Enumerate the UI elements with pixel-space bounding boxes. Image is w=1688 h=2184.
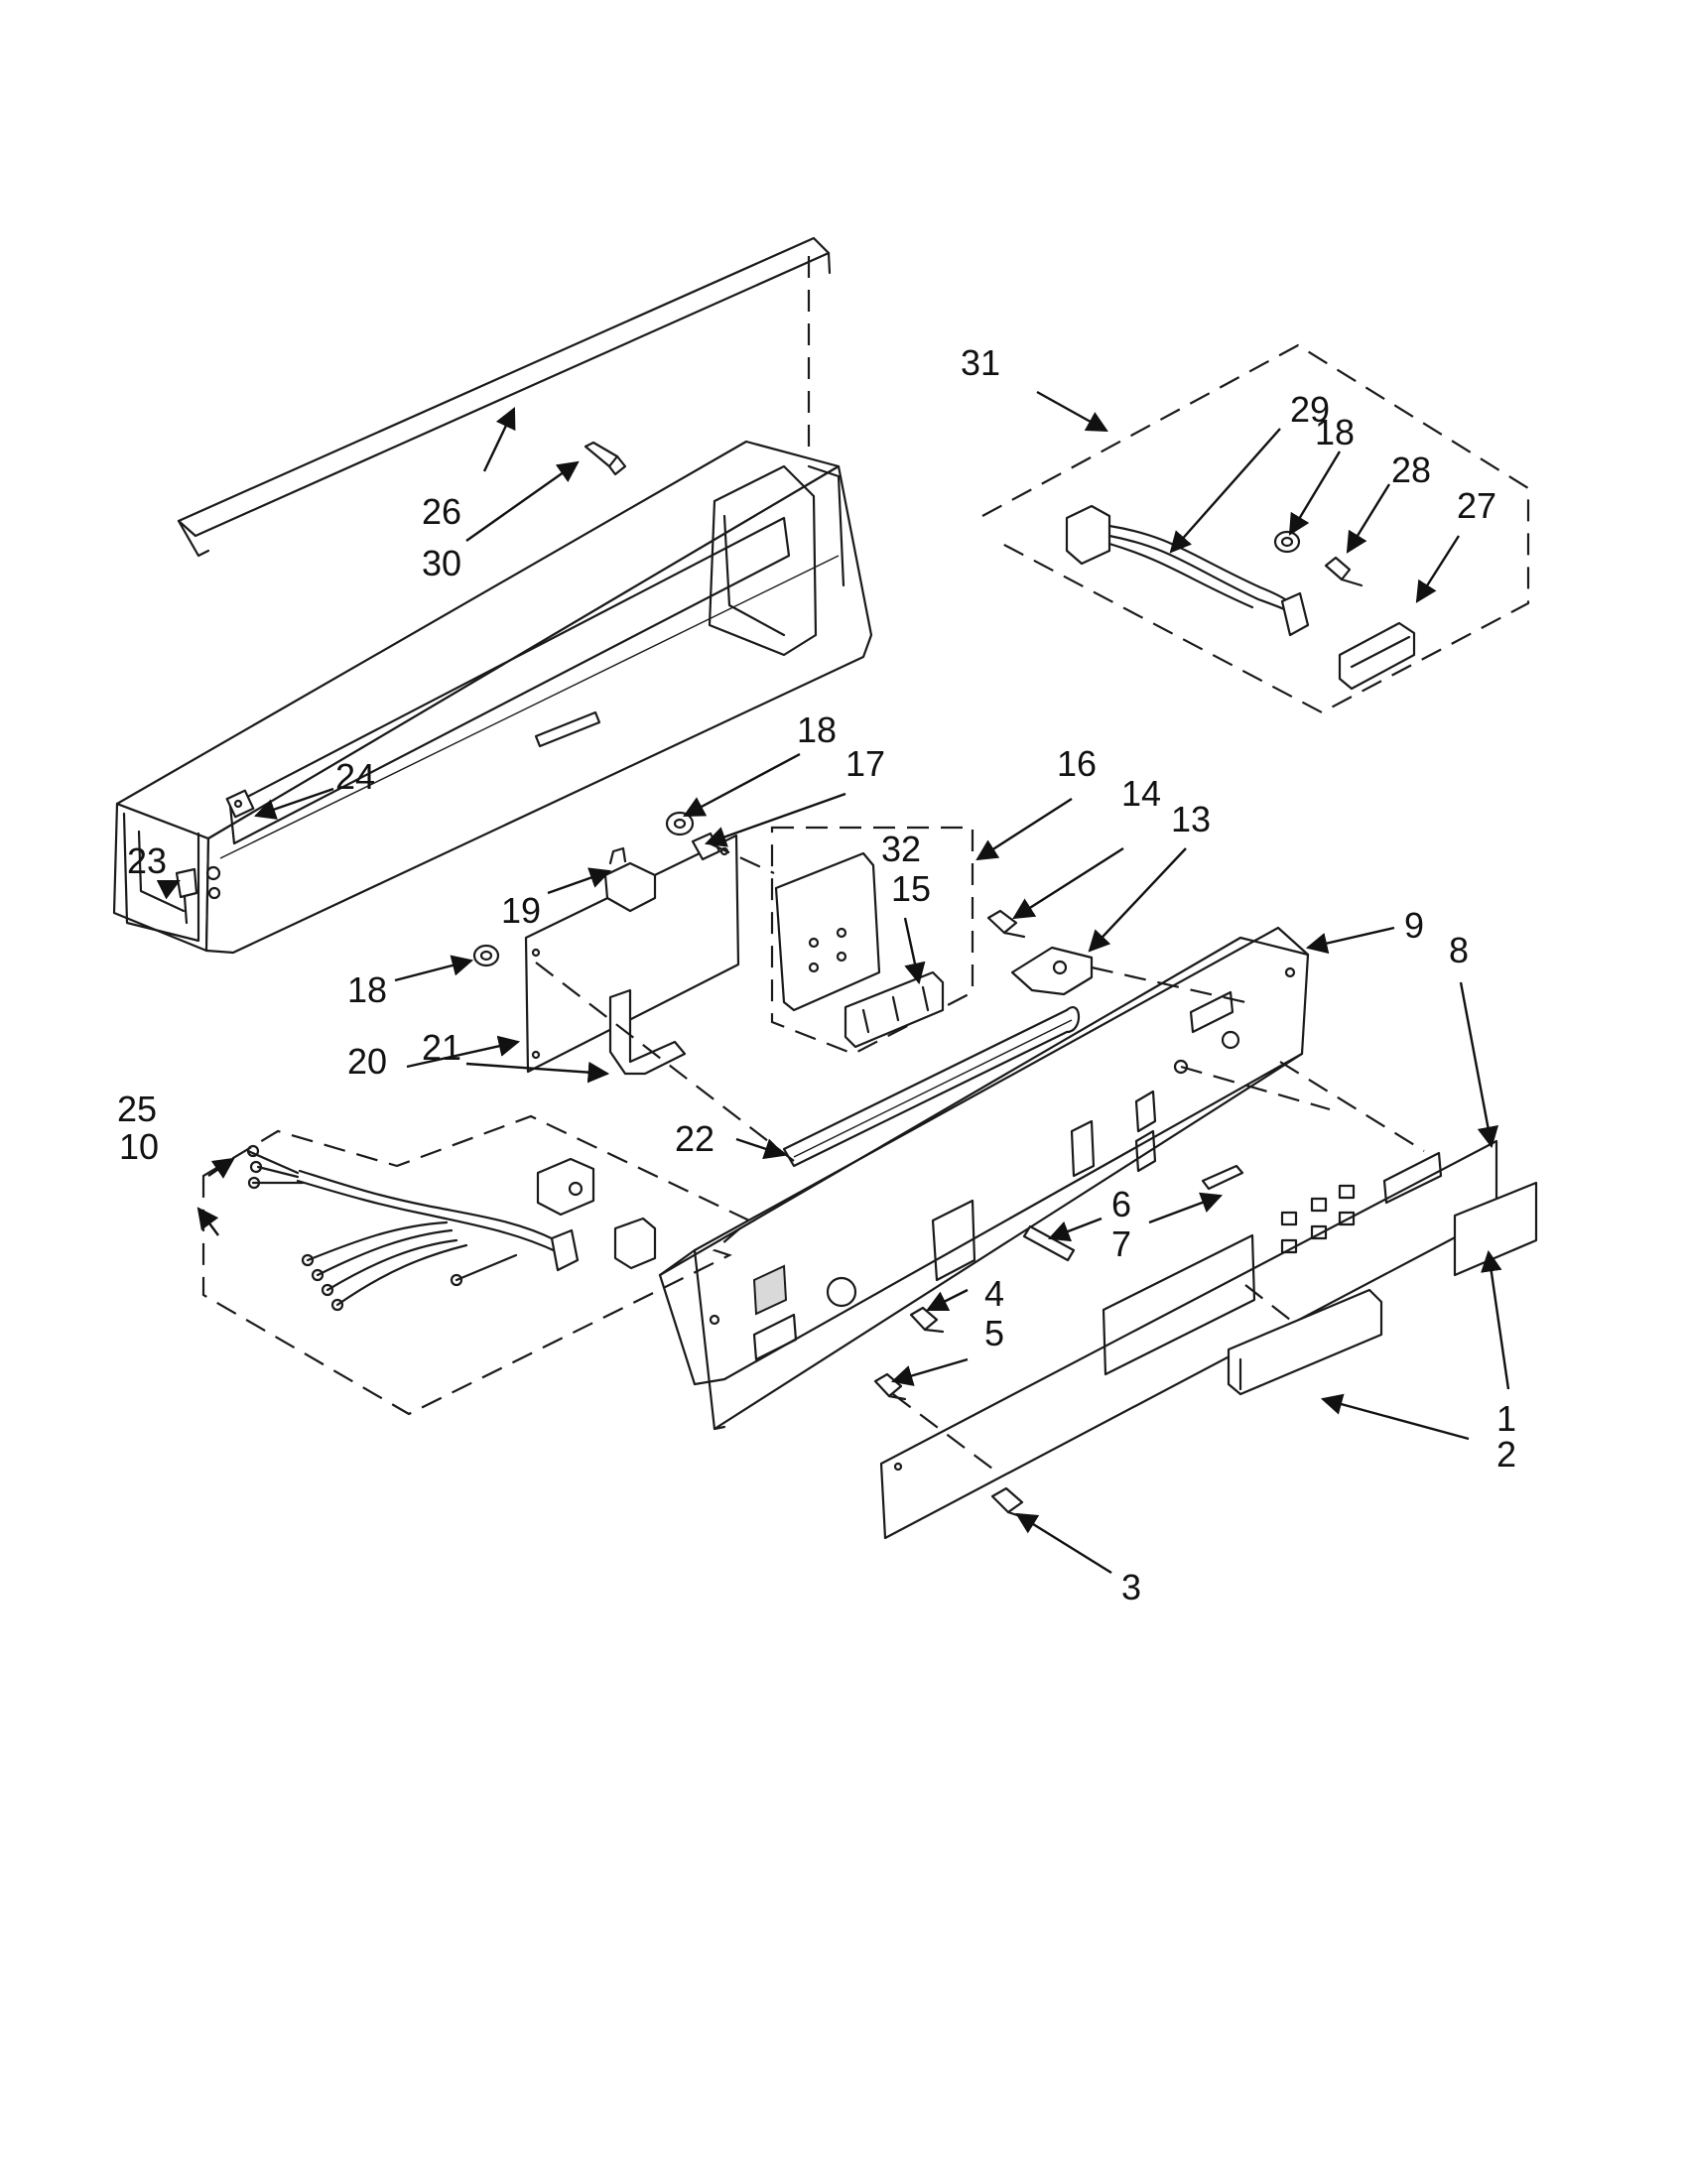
bracket-21: [608, 988, 687, 1076]
screw-3: [990, 1486, 1028, 1520]
switch-part: [613, 1217, 657, 1270]
nut-18-kit: [1273, 530, 1301, 554]
callout-26: 26: [422, 491, 461, 532]
screw-6: [1022, 1224, 1076, 1262]
callout-21: 21: [422, 1027, 461, 1068]
bracket-32: [774, 851, 881, 1012]
bracket-27: [1338, 621, 1416, 691]
callout-29: 29: [1290, 389, 1330, 430]
callout-30: 30: [422, 543, 461, 583]
callout-25: 25: [117, 1089, 157, 1129]
callout-9: 9: [1404, 905, 1424, 946]
callout-8: 8: [1449, 930, 1469, 970]
kit-31-group: [981, 343, 1530, 714]
callout-5: 5: [984, 1313, 1004, 1353]
callout-32: 32: [881, 829, 921, 869]
rod-part: [177, 236, 832, 558]
alignment-lines: [535, 842, 1425, 1470]
nut-18-board: [665, 811, 695, 836]
callout-7: 7: [1111, 1223, 1131, 1264]
control-panel-9: [658, 926, 1310, 1431]
callout-18-kit: 18: [1315, 412, 1355, 452]
callout-16: 16: [1057, 743, 1097, 784]
callout-labels: 1 2 3 4 5 6 7 8 9 10 13 14 15 16 17 18 1…: [117, 342, 1516, 1607]
callout-19: 19: [501, 890, 541, 931]
console-housing: [112, 440, 873, 955]
callout-10: 10: [119, 1126, 159, 1167]
callout-6: 6: [1111, 1184, 1131, 1224]
callout-3: 3: [1121, 1567, 1141, 1607]
callout-28: 28: [1391, 450, 1431, 490]
callout-27: 27: [1457, 485, 1496, 526]
bracket-13: [1010, 946, 1094, 996]
lens-2: [1227, 1288, 1383, 1396]
screw-30: [584, 441, 627, 476]
screw-7: [1201, 1164, 1244, 1191]
switch-15: [844, 970, 945, 1049]
callout-18-board: 18: [797, 709, 837, 750]
harness-10-group: [201, 1114, 751, 1416]
callout-15: 15: [891, 868, 931, 909]
callout-23: 23: [127, 840, 167, 881]
callout-18-left: 18: [347, 969, 387, 1010]
callout-20: 20: [347, 1041, 387, 1082]
control-board-20: [524, 834, 740, 1074]
callout-17: 17: [845, 743, 885, 784]
module-16-group: [770, 826, 974, 1056]
transformer-part: [536, 1157, 595, 1217]
callout-22: 22: [675, 1118, 714, 1159]
connector-19: [603, 846, 657, 913]
callout-2: 2: [1496, 1434, 1516, 1475]
callout-24: 24: [335, 756, 375, 797]
leader-lines: [156, 390, 1510, 1575]
callout-14: 14: [1121, 773, 1161, 814]
trim-22: [782, 1006, 1081, 1168]
lens-1: [1453, 1181, 1538, 1277]
screw-14: [986, 909, 1026, 939]
callout-13: 13: [1171, 799, 1211, 839]
callout-31: 31: [961, 342, 1000, 383]
nut-18-left: [472, 944, 500, 967]
callout-1: 1: [1496, 1398, 1516, 1439]
harness-29: [1065, 504, 1310, 637]
callout-4: 4: [984, 1273, 1004, 1314]
screw-28: [1324, 556, 1363, 587]
screw-4: [909, 1306, 945, 1334]
